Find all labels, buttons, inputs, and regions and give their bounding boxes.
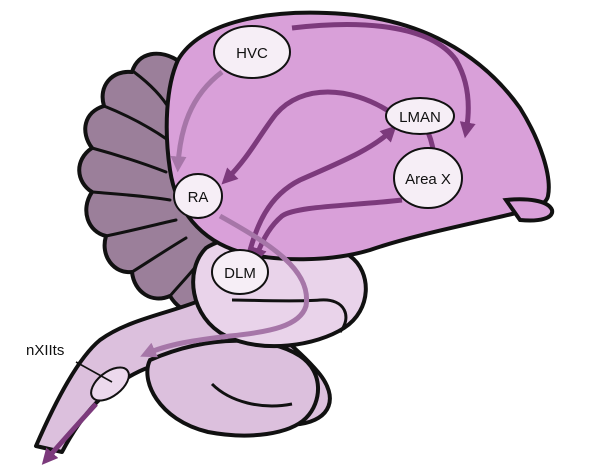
label-lman: LMAN [399, 109, 441, 126]
arrow-nxllts-out [41, 402, 98, 465]
leader-nxllts [75, 361, 113, 383]
brainstem-fold [210, 382, 293, 408]
label-dlm: DLM [224, 265, 256, 282]
arrow-ra-nxllts [140, 213, 310, 358]
arrow-dlm-lman [245, 125, 397, 259]
arrow-areax-dlm [251, 197, 403, 265]
brainstem-lower-lobe [145, 338, 320, 438]
label-area-x: Area X [405, 171, 451, 188]
node-hvc [213, 25, 291, 79]
arrow-hvc-areax [291, 22, 476, 139]
olfactory-bulb [502, 197, 555, 223]
arrow-hvc-ra [170, 70, 224, 173]
node-dlm [211, 249, 269, 295]
node-lman [385, 97, 455, 135]
arrow-lman-ra [221, 89, 392, 185]
node-ra [173, 173, 223, 219]
label-hvc: HVC [236, 45, 268, 62]
optic-lobe [231, 298, 348, 333]
node-nxllts [90, 366, 130, 402]
label-nxllts: nXIIts [26, 342, 64, 359]
label-ra: RA [188, 189, 209, 206]
node-area-x [393, 147, 463, 209]
